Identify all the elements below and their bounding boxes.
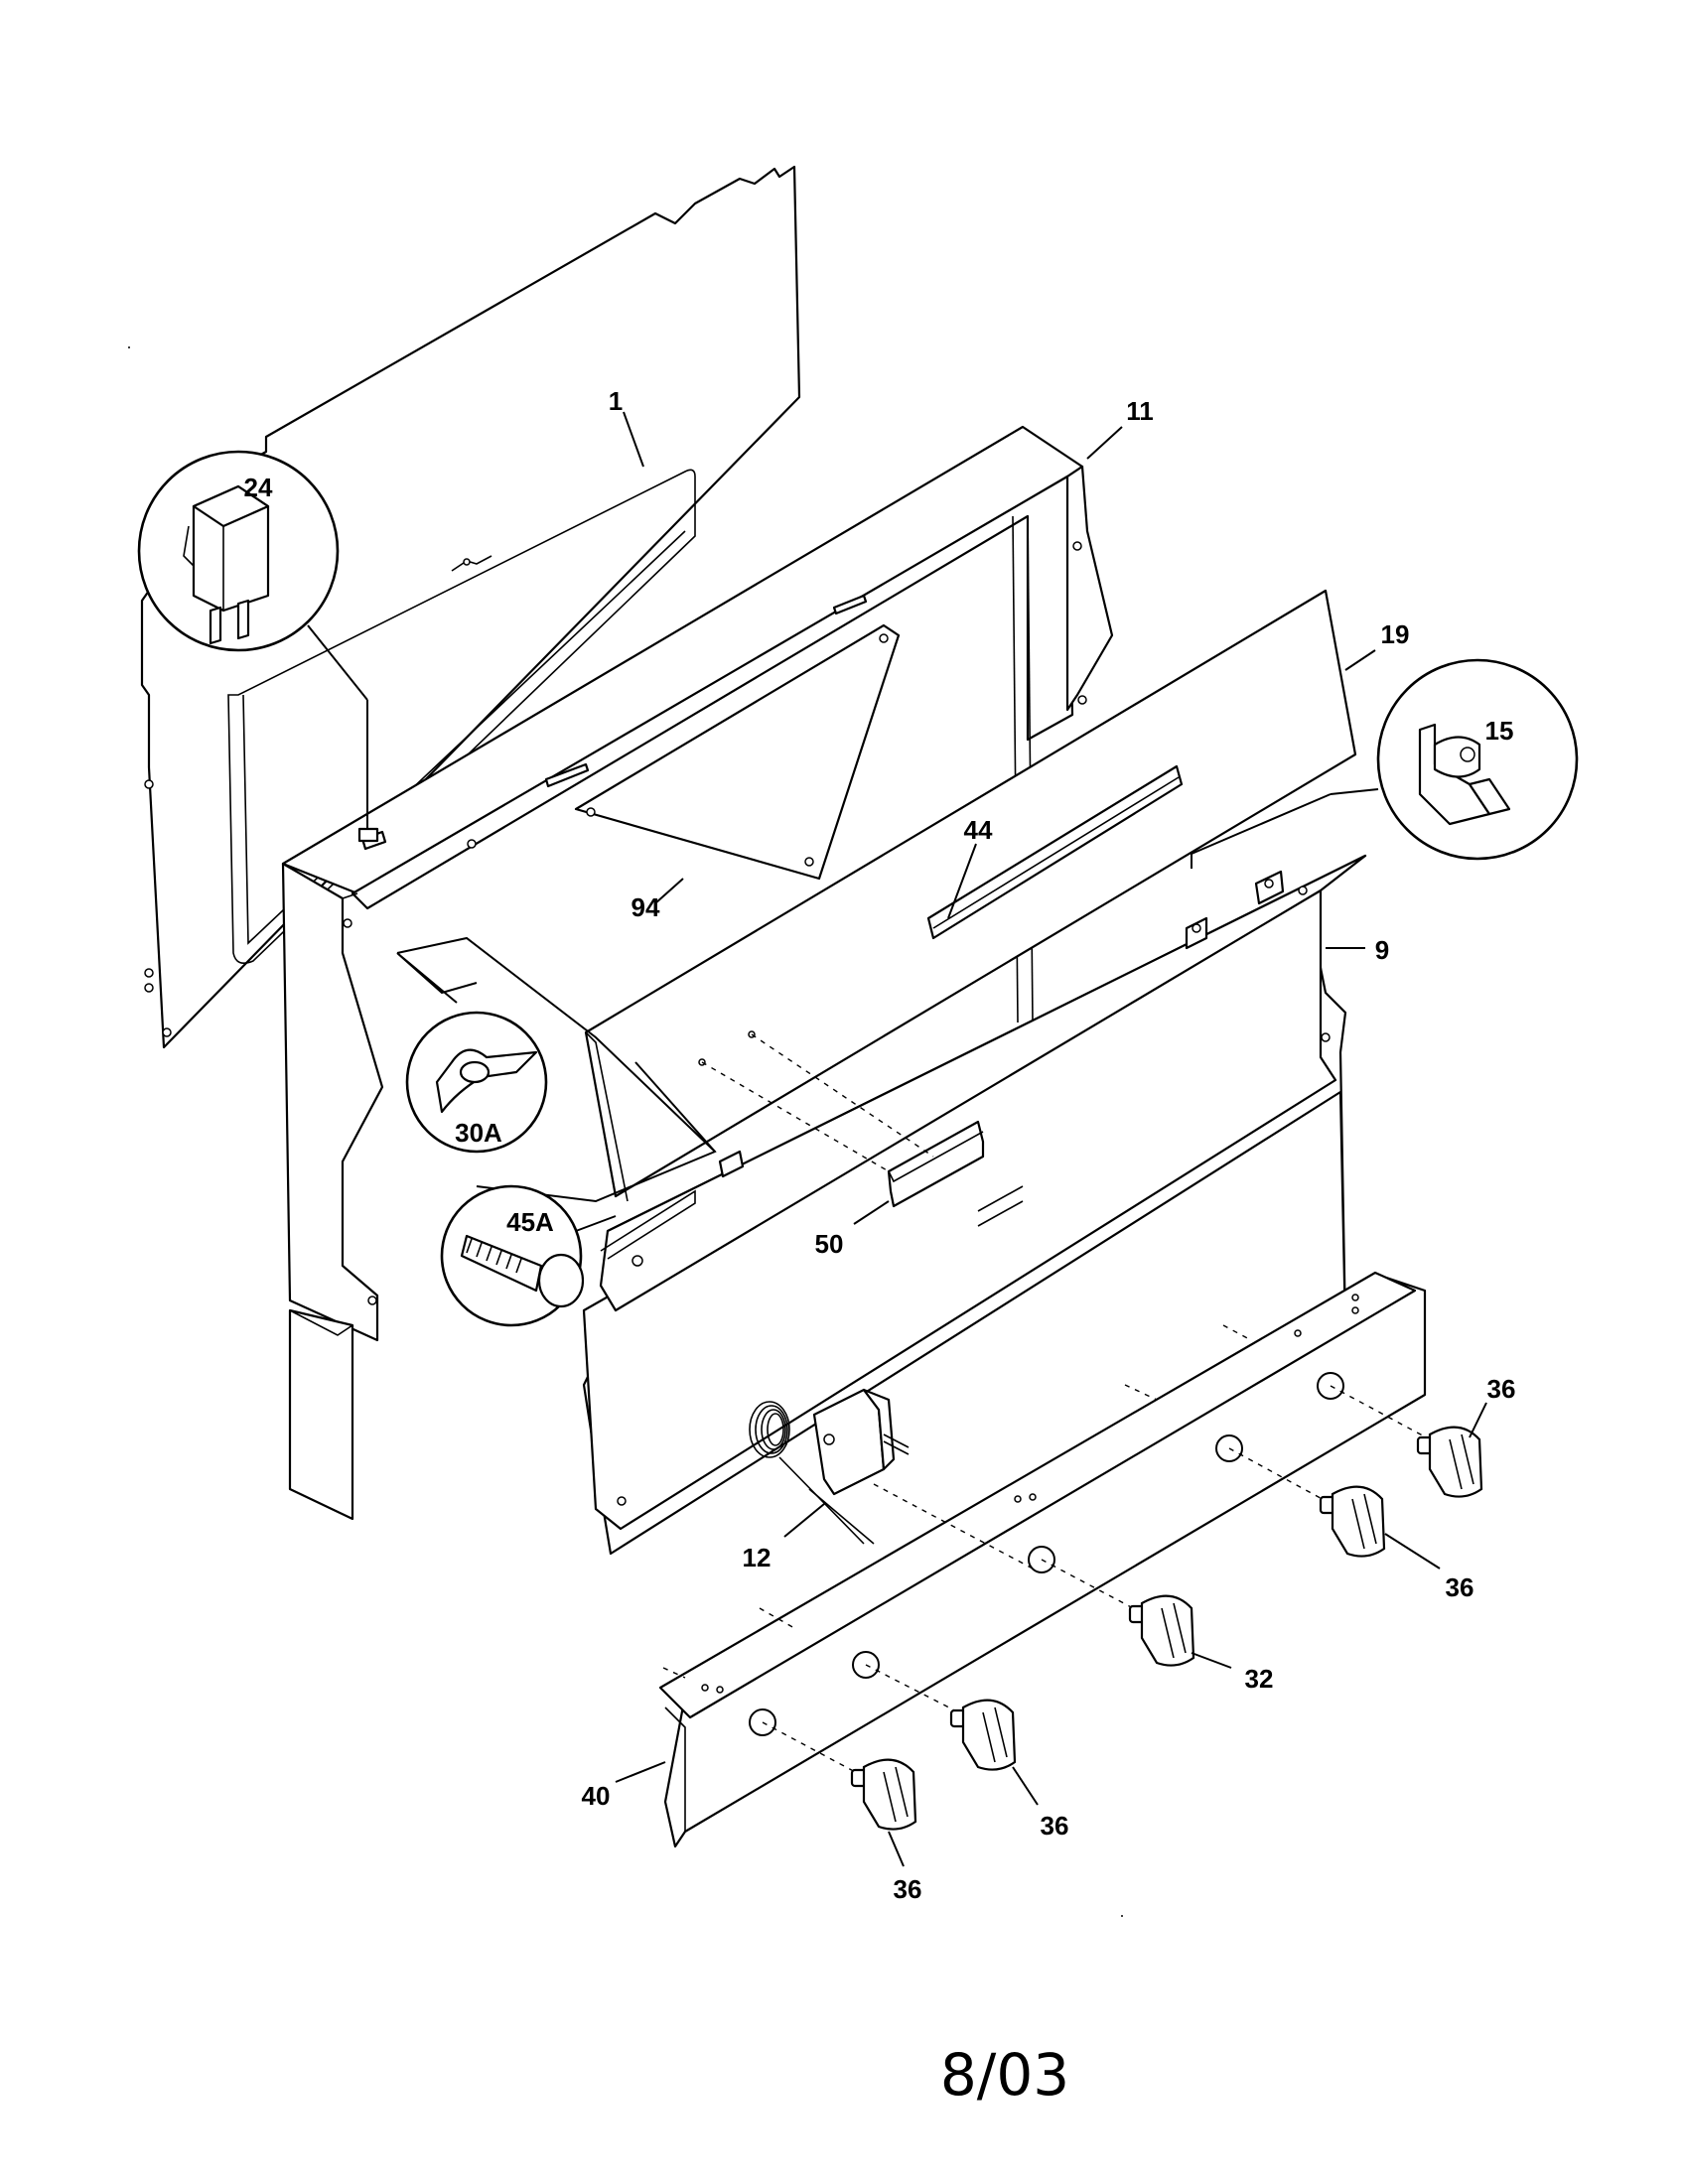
thermostat-part-12: [749, 1388, 910, 1545]
label-part-94: 94: [632, 892, 660, 922]
callout-part-30A-wing-nut: [396, 936, 717, 1203]
label-part-19: 19: [1381, 619, 1410, 649]
backguard-frame-part-11: [281, 425, 1114, 1521]
assembly-line: [662, 1667, 686, 1679]
knob-part-36-top-right: [1416, 1426, 1483, 1498]
assembly-line: [759, 1607, 795, 1629]
knob-part-36-mid-right: [1319, 1485, 1386, 1558]
label-part-36-top-right: 36: [1487, 1374, 1516, 1404]
label-part-9: 9: [1375, 935, 1389, 965]
control-panel-part-9: [582, 854, 1367, 1556]
callout-part-45A-bolt: [440, 1184, 617, 1327]
trim-strip-part-44: [926, 764, 1184, 940]
label-leaders: [615, 411, 1487, 1867]
label-part-30A: 30A: [455, 1118, 502, 1148]
triangle-plate-part-94: [574, 623, 901, 881]
assembly-line: [1124, 1384, 1158, 1401]
rear-panel-part-1: [140, 165, 801, 1049]
label-part-15: 15: [1485, 716, 1514, 746]
label-part-50: 50: [815, 1229, 844, 1259]
label-part-36-lower-mid: 36: [1041, 1811, 1069, 1841]
date-code: 8/03: [940, 2041, 1069, 2109]
label-part-45A: 45A: [506, 1207, 554, 1237]
label-part-11: 11: [1126, 396, 1154, 426]
knob-part-36-lower-left: [850, 1758, 917, 1831]
assembly-line: [1330, 1385, 1431, 1440]
label-part-44: 44: [964, 815, 993, 845]
callout-part-24-rocker-switch: [137, 450, 379, 843]
knob-part-36-lower-mid: [949, 1699, 1017, 1771]
assembly-line: [873, 1483, 1034, 1570]
clip-part-50: [887, 1120, 985, 1208]
label-part-12: 12: [743, 1543, 772, 1572]
assembly-line: [751, 1033, 934, 1158]
knob-part-32: [1128, 1594, 1195, 1667]
assembly-line: [1222, 1324, 1252, 1341]
assembly-line: [701, 1061, 890, 1172]
label-part-36-mid-right: 36: [1446, 1572, 1474, 1602]
label-part-1: 1: [609, 386, 623, 416]
label-part-32: 32: [1245, 1664, 1274, 1694]
label-part-36-lower-left: 36: [894, 1874, 922, 1904]
label-part-40: 40: [582, 1781, 611, 1811]
label-part-24: 24: [244, 473, 273, 502]
callout-part-15-clip: [1191, 658, 1579, 869]
